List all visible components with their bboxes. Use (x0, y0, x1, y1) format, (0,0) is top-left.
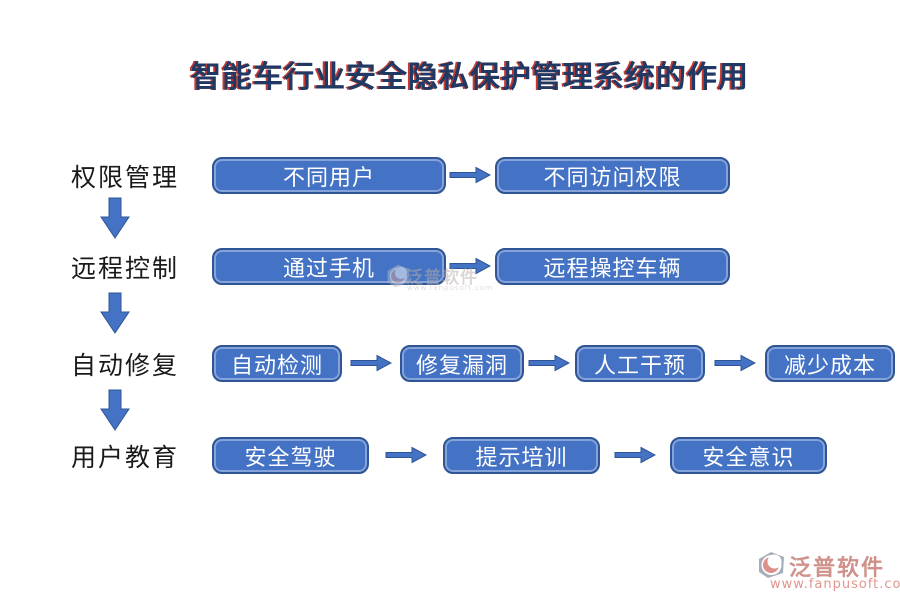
down-arrow-icon (100, 389, 130, 431)
flow-box-safe-driving: 安全驾驶 (212, 437, 369, 474)
right-arrow-icon (449, 257, 491, 275)
brand-name: 泛普软件 (789, 555, 886, 581)
flow-box-access-rights: 不同访问权限 (495, 157, 730, 194)
page-title: 智能车行业安全隐私保护管理系统的作用 (191, 60, 749, 95)
brand-name: 泛普软件 (406, 268, 478, 288)
flow-box-safety-awareness: 安全意识 (670, 437, 827, 474)
flow-box-via-phone: 通过手机 (212, 248, 446, 285)
flow-box-different-users: 不同用户 (212, 157, 446, 194)
down-arrow-icon (100, 197, 130, 239)
row-label-user-education: 用户教育 (70, 443, 179, 472)
flow-box-manual-intervention: 人工干预 (575, 345, 705, 382)
right-arrow-icon (614, 446, 656, 464)
brand-url: www.fanpusoft.com (407, 284, 494, 292)
down-arrow-icon (100, 292, 130, 334)
flow-box-remote-operate-vehicle: 远程操控车辆 (495, 248, 730, 285)
footer-brand-logo: 泛普软件 www.fanpusoft.com (756, 549, 900, 593)
right-arrow-icon (528, 354, 570, 372)
row-label-auto-repair: 自动修复 (70, 351, 179, 380)
right-arrow-icon (385, 446, 427, 464)
row-label-remote-control: 远程控制 (70, 254, 179, 283)
brand-logo-icon (387, 264, 410, 288)
brand-logo-icon (759, 552, 784, 578)
brand-url: www.fanpusoft.com (770, 577, 900, 592)
flow-box-prompt-training: 提示培训 (443, 437, 600, 474)
watermark: 泛普软件 www.fanpusoft.com (385, 261, 495, 295)
flow-box-auto-detect: 自动检测 (212, 345, 342, 382)
row-label-permission-management: 权限管理 (70, 163, 179, 192)
right-arrow-icon (449, 166, 491, 184)
right-arrow-icon (714, 354, 756, 372)
flow-box-reduce-cost: 减少成本 (765, 345, 895, 382)
right-arrow-icon (350, 354, 392, 372)
flow-box-fix-vulnerabilities: 修复漏洞 (400, 345, 524, 382)
